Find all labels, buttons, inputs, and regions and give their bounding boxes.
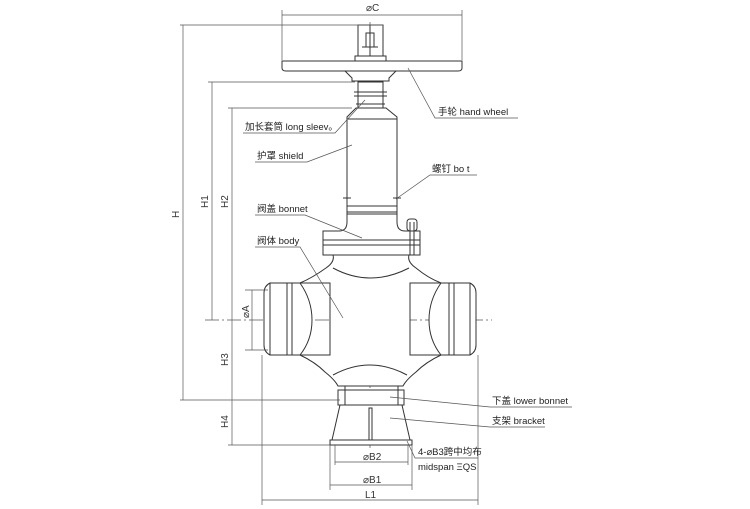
bracket bbox=[329, 404, 413, 446]
dim-h3: H3 bbox=[220, 353, 231, 366]
label-hand-wheel: 手轮 hand wheel bbox=[438, 106, 508, 118]
label-bracket: 支架 bracket bbox=[492, 415, 545, 427]
label-shield: 护罩 shield bbox=[257, 150, 303, 162]
valve-body bbox=[263, 254, 477, 387]
dim-a: ⌀A bbox=[241, 305, 252, 318]
dim-h4: H4 bbox=[220, 415, 231, 428]
long-sleeve bbox=[354, 81, 387, 109]
dim-h: H bbox=[171, 211, 182, 218]
hand-wheel bbox=[281, 24, 463, 82]
leader-lines bbox=[243, 67, 572, 459]
label-bolt: 螺钉 bo t bbox=[432, 164, 470, 175]
dim-h2: H2 bbox=[220, 195, 231, 208]
dim-b2: ⌀B2 bbox=[363, 452, 382, 463]
label-holes-en: midspan ΞQS bbox=[418, 462, 476, 473]
shield bbox=[343, 107, 401, 213]
lower-bonnet bbox=[337, 386, 405, 410]
dim-h1: H1 bbox=[200, 195, 211, 208]
label-lower-bonnet: 下盖 lower bonnet bbox=[492, 395, 568, 407]
dim-l1: L1 bbox=[365, 490, 377, 501]
dimension-lines bbox=[180, 10, 479, 505]
label-long-sleeve: 加长套筒 long sleev。 bbox=[245, 121, 338, 133]
bonnet bbox=[322, 205, 421, 256]
label-bonnet: 阀盖 bonnet bbox=[257, 203, 308, 215]
label-holes: 4-⌀B3跨中均布 bbox=[418, 446, 482, 458]
dim-c: ⌀C bbox=[366, 3, 379, 14]
dim-b1: ⌀B1 bbox=[363, 475, 382, 486]
label-body: 阀体 body bbox=[257, 235, 299, 247]
